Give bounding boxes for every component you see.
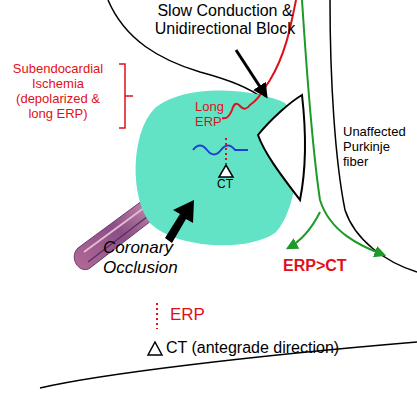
- pointer-arrow: [236, 50, 266, 96]
- fiber-gap: [258, 95, 305, 200]
- occlusion-arrow: [165, 200, 194, 243]
- annotation-label: Unaffected Purkinje fiber: [343, 125, 417, 170]
- legend-label: ERP: [170, 305, 205, 325]
- purkinje-sheath: [330, 0, 417, 272]
- legend-erp-sample: [156, 303, 158, 329]
- conduction-path: [193, 146, 248, 155]
- erp-marker: [225, 138, 227, 164]
- annotation-label: Coronary Occlusion: [103, 238, 195, 277]
- annotation-label: ERP>CT: [283, 257, 363, 275]
- annotation-label: Subendocardial Ischemia (depolarized & l…: [2, 62, 114, 122]
- ischemic-region: Long ERP CT: [135, 88, 300, 248]
- region-shape: [136, 91, 298, 246]
- legend-label: CT (antegrade direction): [166, 339, 339, 357]
- region-text: Long ERP: [195, 100, 235, 130]
- ct-marker: [219, 165, 233, 177]
- annotation-label: Slow Conduction & Unidirectional Block: [140, 2, 310, 39]
- region-bracket: [119, 64, 133, 128]
- purkinje-impulse-branch: [288, 212, 320, 248]
- legend-ct-sample: [148, 342, 162, 355]
- region-text: CT: [217, 178, 247, 192]
